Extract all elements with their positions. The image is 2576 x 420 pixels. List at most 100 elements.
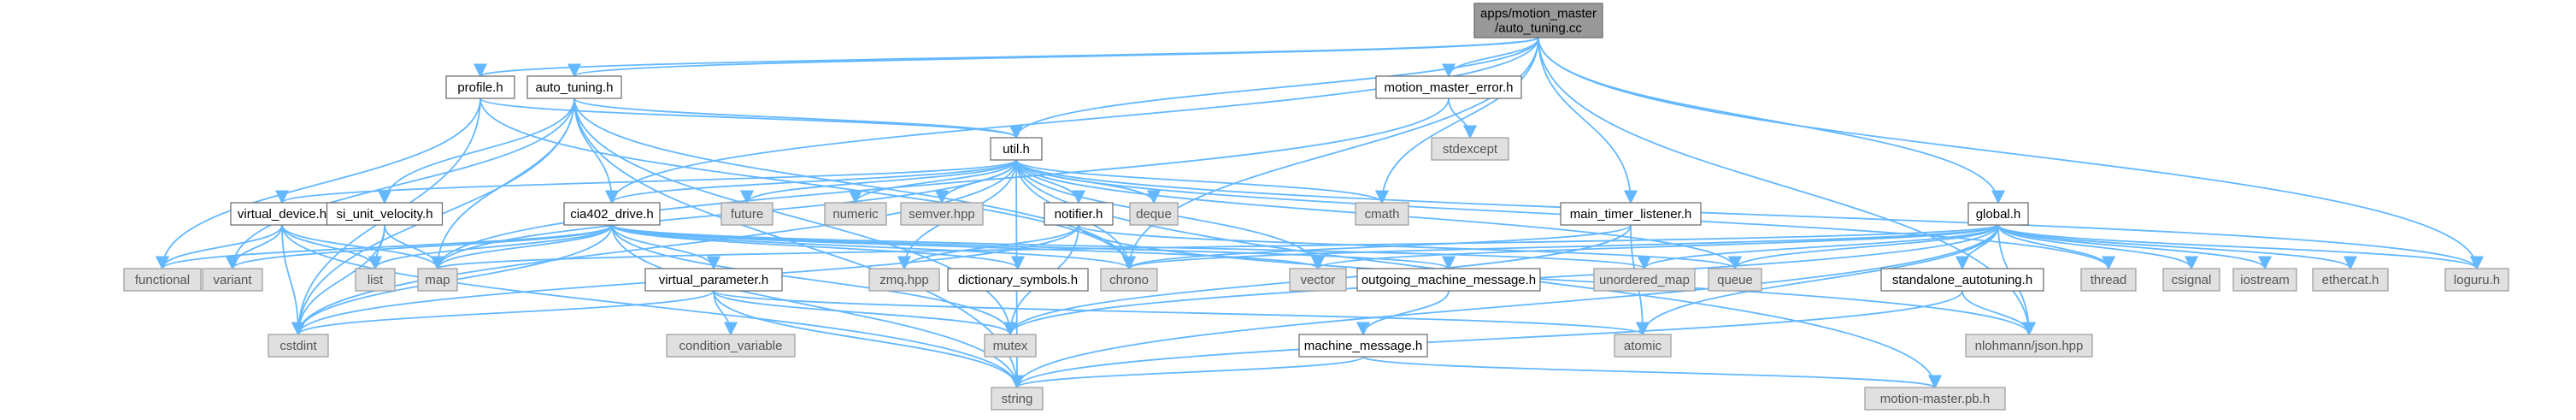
node-util[interactable]: util.h	[990, 137, 1043, 161]
node-box-virtual-parameter	[644, 268, 783, 292]
edge-si_unit_velocity-to-cstdint	[291, 224, 385, 336]
node-chrono: chrono	[1100, 268, 1158, 292]
node-box-outgoing-machine-message	[1356, 268, 1541, 292]
edge-root-to-profile	[473, 37, 1539, 78]
node-label-future: future	[731, 207, 763, 222]
node-label-ethercat: ethercat.h	[2322, 273, 2379, 287]
node-label-chrono: chrono	[1109, 273, 1149, 287]
node-label-variant: variant	[213, 273, 252, 287]
node-label-root: apps/motion_master	[1480, 7, 1597, 21]
node-functional: functional	[123, 268, 202, 292]
node-box-unordered-map	[1593, 268, 1696, 292]
node-root[interactable]: apps/motion_master/auto_tuning.cc	[1473, 3, 1603, 38]
node-global[interactable]: global.h	[1967, 202, 2029, 226]
node-box-global	[1967, 202, 2029, 226]
node-box-queue	[1708, 268, 1762, 292]
node-mutex: mutex	[984, 334, 1037, 358]
node-box-mm-error	[1375, 75, 1522, 99]
node-label-outgoing-machine-message: outgoing_machine_message.h	[1362, 273, 1536, 287]
node-auto-tuning[interactable]: auto_tuning.h	[526, 75, 622, 99]
node-box-mutex	[984, 334, 1037, 358]
node-label-mm-error: motion_master_error.h	[1385, 80, 1514, 95]
node-label-profile: profile.h	[457, 80, 503, 95]
edge-virtual_parameter-to-string	[713, 290, 1025, 389]
edge-standalone_autotuning-to-string	[1010, 290, 1963, 389]
edge-root-to-cia402_drive	[605, 37, 1539, 204]
node-map: map	[417, 268, 458, 292]
edge-auto_tuning-to-cia402_drive	[573, 98, 620, 204]
edge-machine_message-to-motion_master_pb	[1362, 356, 1942, 389]
edge-root-to-auto_tuning	[568, 37, 1539, 78]
node-unordered-map: unordered_map	[1593, 268, 1696, 292]
node-label-virtual-device: virtual_device.h	[238, 207, 326, 222]
edge-global-to-ethercat	[1997, 224, 2357, 270]
node-box-vector	[1289, 268, 1347, 292]
node-box-util	[990, 137, 1043, 161]
node-nlohmann-json: nlohmann/json.hpp	[1965, 334, 2093, 358]
edge-virtual_device-to-cstdint	[281, 224, 306, 336]
edge-cia402_drive-to-variant	[226, 224, 613, 270]
node-label-numeric: numeric	[832, 207, 879, 222]
node-label-deque: deque	[1136, 207, 1172, 222]
node-profile[interactable]: profile.h	[445, 75, 515, 99]
node-zmq: zmq.hpp	[868, 268, 940, 292]
edge-root-to-main_timer_listener	[1538, 37, 1638, 204]
node-virtual-parameter[interactable]: virtual_parameter.h	[644, 268, 783, 292]
node-numeric: numeric	[824, 202, 887, 226]
node-outgoing-machine-message[interactable]: outgoing_machine_message.h	[1356, 268, 1541, 292]
node-box-notifier	[1044, 202, 1114, 226]
node-label-vector: vector	[1301, 273, 1336, 287]
node-box-map	[417, 268, 458, 292]
node-cstdint: cstdint	[268, 334, 329, 358]
edge-util-to-loguru	[1015, 159, 2484, 270]
node-si-unit-velocity[interactable]: si_unit_velocity.h	[326, 202, 444, 226]
node-box-auto-tuning	[526, 75, 622, 99]
node-box-string	[991, 387, 1044, 411]
node-cia402-drive[interactable]: cia402_drive.h	[563, 202, 661, 226]
node-mm-error[interactable]: motion_master_error.h	[1375, 75, 1522, 99]
node-iostream: iostream	[2232, 268, 2297, 292]
node-box-csignal	[2162, 268, 2220, 292]
edge-profile-to-chrono	[479, 98, 1136, 270]
edge-util-to-cmath	[1015, 159, 1389, 204]
node-label-condition-variable: condition_variable	[679, 339, 783, 353]
node-label-zmq: zmq.hpp	[879, 273, 929, 287]
node-box-root	[1473, 3, 1603, 38]
node-box-motion-master-pb	[1864, 387, 2006, 411]
node-machine-message[interactable]: machine_message.h	[1298, 334, 1428, 358]
node-layer: apps/motion_master/auto_tuning.ccprofile…	[123, 3, 2509, 411]
edge-global-to-map	[431, 224, 1999, 270]
edge-virtual_parameter-to-cstdint	[291, 290, 715, 336]
node-standalone-autotuning[interactable]: standalone_autotuning.h	[1880, 268, 2044, 292]
edge-cia402_drive-to-unordered_map	[611, 224, 1651, 270]
node-notifier[interactable]: notifier.h	[1044, 202, 1114, 226]
node-box-iostream	[2232, 268, 2297, 292]
node-label-dictionary-symbols: dictionary_symbols.h	[958, 273, 1078, 287]
node-label-standalone-autotuning: standalone_autotuning.h	[1892, 273, 2032, 287]
edge-main_timer_listener-to-chrono	[1122, 224, 1632, 270]
node-condition-variable: condition_variable	[666, 334, 796, 358]
edge-util-to-virtual_device	[275, 159, 1017, 204]
node-atomic: atomic	[1614, 334, 1672, 358]
node-label-csignal: csignal	[2172, 273, 2212, 287]
edge-auto_tuning-to-util	[573, 98, 1023, 139]
node-box-nlohmann-json	[1965, 334, 2093, 358]
node-main-timer-listener[interactable]: main_timer_listener.h	[1560, 202, 1702, 226]
edge-cia402_drive-to-mutex	[611, 224, 1017, 336]
node-label-functional: functional	[135, 273, 190, 287]
node-box-machine-message	[1298, 334, 1428, 358]
node-label-notifier: notifier.h	[1055, 207, 1103, 222]
node-box-virtual-device	[230, 202, 334, 226]
node-box-cstdint	[268, 334, 329, 358]
edge-global-to-string	[1010, 224, 1999, 389]
node-variant: variant	[202, 268, 263, 292]
node-box-main-timer-listener	[1560, 202, 1702, 226]
node-label-root: /auto_tuning.cc	[1495, 21, 1582, 36]
node-vector: vector	[1289, 268, 1347, 292]
node-label-cmath: cmath	[1365, 207, 1400, 222]
node-label-nlohmann-json: nlohmann/json.hpp	[1975, 339, 2084, 353]
edge-virtual_device-to-variant	[225, 224, 283, 270]
node-dictionary-symbols[interactable]: dictionary_symbols.h	[947, 268, 1089, 292]
node-virtual-device[interactable]: virtual_device.h	[230, 202, 334, 226]
edge-cia402_drive-to-chrono	[611, 224, 1136, 270]
